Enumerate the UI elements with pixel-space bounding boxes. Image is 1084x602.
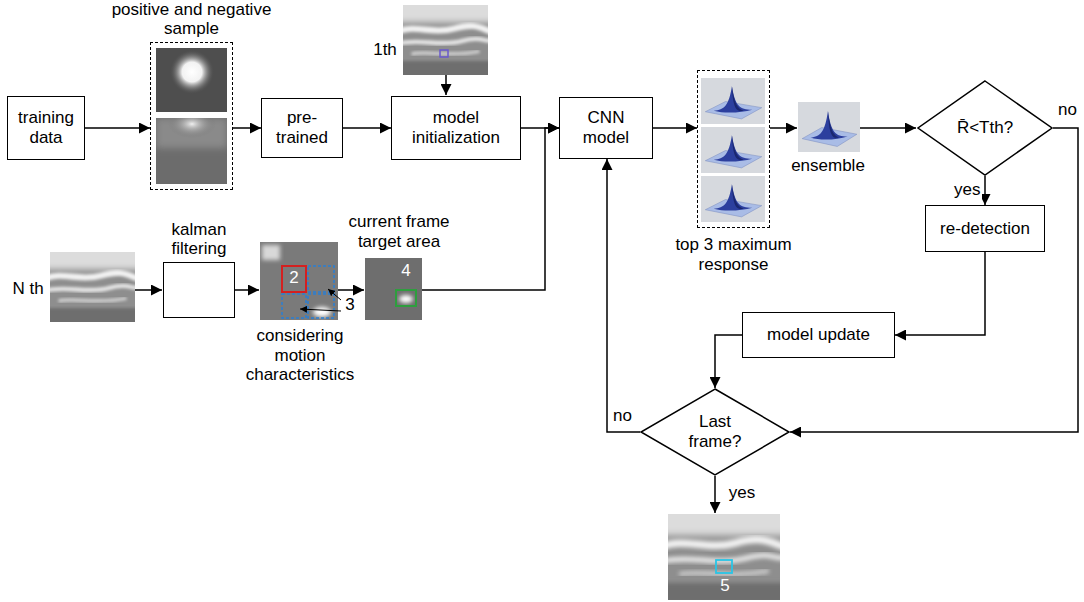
node-label: model initialization: [397, 108, 515, 147]
process-box: re-detection: [925, 205, 1045, 252]
process-box: training data: [7, 96, 85, 160]
branch-label: yes: [726, 483, 758, 503]
group-heading: top 3 maximum response: [664, 235, 804, 274]
decision-diamond: R̄<Tth?: [917, 80, 1053, 176]
process-box: kalman filtering: [163, 262, 235, 318]
stage-label: ensemble: [786, 156, 870, 176]
target-area: [365, 258, 422, 320]
process-box: CNN model: [559, 97, 653, 159]
flow-connector: [607, 159, 640, 432]
candidate-box: [308, 266, 334, 292]
diamond-outline: [918, 81, 1052, 175]
region-ground: [365, 258, 422, 320]
sample-ground: [156, 48, 227, 112]
process-box: model update: [742, 312, 895, 358]
first-frame: [395, 0, 497, 79]
flow-connector: [715, 335, 742, 388]
node-label: training data: [13, 108, 79, 147]
candidate-box: [308, 294, 334, 318]
search-region: [260, 242, 338, 320]
target-box: [396, 290, 416, 306]
stage-label: current frame target area: [340, 212, 458, 251]
flow-arrow: [770, 127, 797, 129]
predicted-box: [282, 266, 306, 292]
flow-arrow: [338, 289, 364, 291]
callout-number: 3: [343, 295, 357, 315]
process-box: model initialization: [391, 96, 521, 160]
flow-connector: [653, 127, 697, 129]
ensemble-map: [798, 102, 860, 152]
flow-connector: [984, 176, 986, 205]
target-blob: [313, 307, 331, 317]
target-box: [716, 560, 732, 573]
branch-label: no: [611, 406, 634, 426]
current-frame: [42, 243, 144, 325]
frame-index: 1th: [370, 40, 400, 60]
leader-arrow: [300, 309, 341, 311]
diamond-outline: [641, 389, 789, 475]
response-map: [701, 78, 765, 124]
result-frame: [657, 503, 791, 602]
flow-arrow: [135, 289, 162, 291]
flow-arrow: [235, 289, 259, 291]
sample-group: positive and negative sample: [150, 42, 233, 190]
node-label: Last frame?: [681, 412, 749, 451]
group-heading: positive and negative sample: [107, 0, 277, 39]
target-blob: [170, 50, 214, 94]
response-map: [701, 176, 765, 222]
response-map: [701, 127, 765, 173]
response-group: top 3 maximum response: [697, 70, 770, 228]
flow-connector: [895, 252, 985, 335]
connector-layer: [85, 128, 1078, 432]
frame-index: N th: [8, 279, 48, 299]
flow-connector: [233, 127, 261, 129]
node-label: pre-trained: [267, 108, 337, 147]
callout-number: 5: [718, 576, 732, 596]
target-blob: [168, 110, 216, 138]
node-label: R̄<Tth?: [957, 118, 1013, 138]
flow-connector: [343, 127, 391, 129]
flow-arrow: [714, 476, 716, 513]
target-box: [440, 50, 448, 57]
candidate-box: [282, 294, 306, 318]
region-ground: [262, 245, 280, 260]
branch-label: yes: [952, 180, 982, 200]
node-label: CNN model: [565, 108, 647, 147]
branch-label: no: [1056, 100, 1079, 120]
region-ground: [260, 242, 338, 320]
stage-label: considering motion characteristics: [240, 326, 360, 385]
callout-number: 4: [399, 261, 413, 281]
positive-sample: [156, 48, 227, 112]
flow-connector: [521, 127, 559, 129]
flow-arrow: [860, 127, 916, 129]
target-blob: [399, 295, 413, 303]
node-label: re-detection: [940, 219, 1030, 239]
decision-diamond: Last frame?: [640, 388, 790, 476]
negative-sample: [156, 110, 227, 184]
process-box: pre-trained: [261, 98, 343, 158]
flow-arrow: [445, 75, 447, 95]
flow-connector: [85, 127, 150, 129]
group-heading: kalman filtering: [149, 220, 249, 259]
callout-number: 2: [287, 268, 301, 288]
node-label: model update: [767, 325, 870, 345]
